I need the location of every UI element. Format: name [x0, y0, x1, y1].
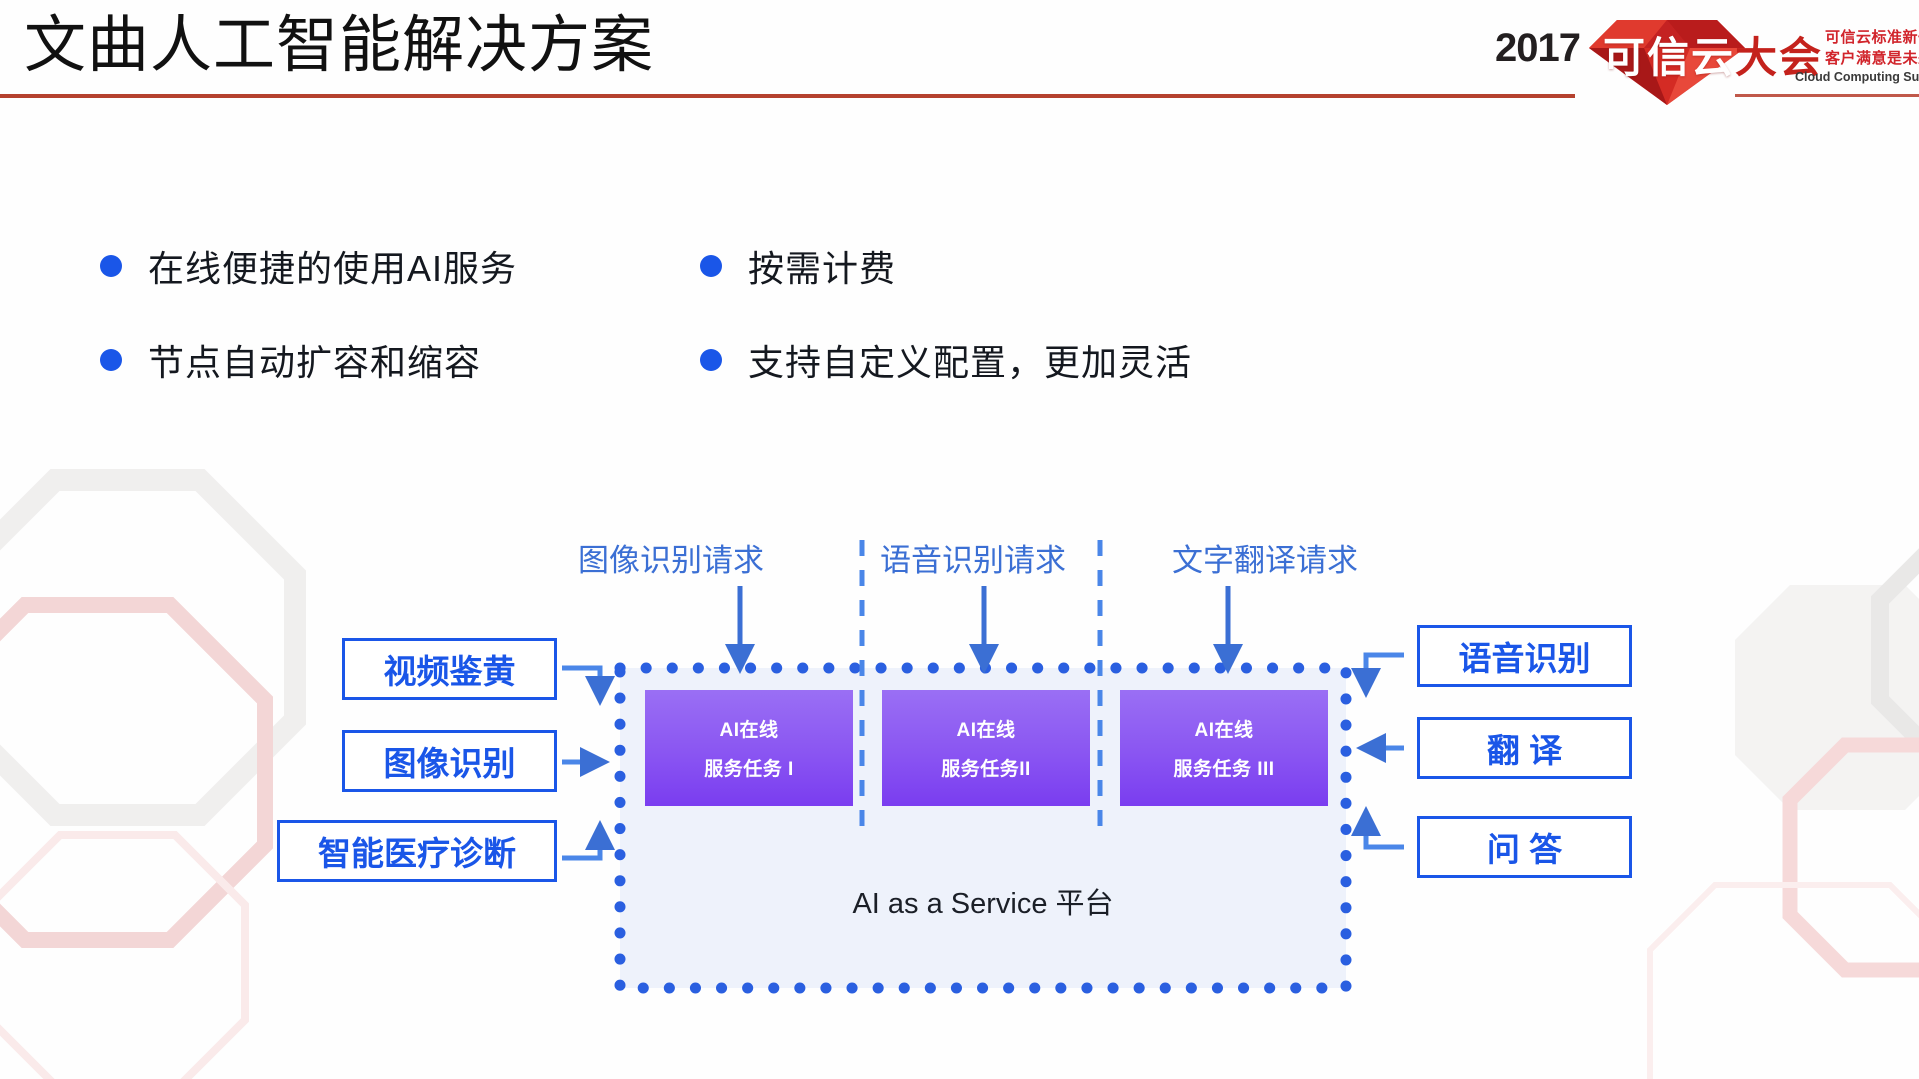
bullet-dot-icon	[100, 349, 122, 371]
bullet-item: 支持自定义配置，更加灵活	[700, 334, 1192, 386]
header-rule-right	[1735, 94, 1919, 97]
bullet-dot-icon	[700, 349, 722, 371]
slide-header: 文曲人工智能解决方案 2017 可信云 大会 可信云标准新一代 客户满意是未来 …	[0, 0, 1919, 108]
left-connector	[562, 665, 615, 706]
logo-name-red: 大会	[1735, 34, 1824, 81]
service-box-label: 问 答	[1486, 831, 1563, 868]
service-box-label: 视频鉴黄	[383, 653, 516, 690]
platform-caption: AI as a Service 平台	[852, 888, 1114, 920]
request-label: 文字翻译请求	[1172, 543, 1358, 578]
ai-task-card: AI在线 服务任务 III	[1120, 690, 1328, 806]
bullet-label: 按需计费	[748, 248, 897, 289]
service-box-left[interactable]: 视频鉴黄	[342, 638, 557, 700]
ai-task-line2: 服务任务 I	[704, 759, 794, 780]
right-connector	[1351, 652, 1404, 698]
bullet-label: 节点自动扩容和缩容	[148, 342, 482, 383]
right-connector	[1351, 806, 1404, 850]
ai-task-line2: 服务任务II	[941, 759, 1031, 780]
service-box-left[interactable]: 图像识别	[342, 730, 557, 792]
logo-tagline-line1: 可信云标准新一代	[1825, 29, 1919, 46]
diamond-gem-icon	[1589, 20, 1745, 105]
bullet-dot-icon	[100, 255, 122, 277]
bullet-item: 在线便捷的使用AI服务	[100, 240, 517, 292]
service-box-left[interactable]: 智能医疗诊断	[277, 820, 557, 882]
page-title: 文曲人工智能解决方案	[24, 11, 655, 80]
platform-dotted-border	[614, 662, 1352, 994]
service-box-label: 翻 译	[1486, 732, 1563, 769]
left-connector	[562, 820, 615, 861]
logo-tagline-line2: 客户满意是未来	[1825, 50, 1919, 67]
bullet-label: 支持自定义配置，更加灵活	[748, 342, 1193, 383]
ai-task-line1: AI在线	[719, 720, 779, 741]
service-box-right[interactable]: 问 答	[1417, 816, 1632, 878]
ai-task-card: AI在线 服务任务 I	[645, 690, 853, 806]
ai-task-card: AI在线 服务任务II	[882, 690, 1090, 806]
bullet-item: 按需计费	[700, 240, 896, 292]
service-box-label: 智能医疗诊断	[318, 835, 516, 872]
bullet-dot-icon	[700, 255, 722, 277]
service-box-label: 语音识别	[1458, 640, 1591, 677]
header-rule-left	[0, 94, 1575, 98]
ai-task-line1: AI在线	[956, 720, 1016, 741]
request-label: 语音识别请求	[880, 543, 1066, 578]
service-box-right[interactable]: 语音识别	[1417, 625, 1632, 687]
bullet-label: 在线便捷的使用AI服务	[148, 248, 518, 289]
ai-task-line2: 服务任务 III	[1173, 759, 1275, 780]
service-box-right[interactable]: 翻 译	[1417, 717, 1632, 779]
request-label: 图像识别请求	[578, 543, 764, 578]
logo-name-white: 可信云	[1603, 34, 1736, 81]
ai-task-line1: AI在线	[1194, 720, 1254, 741]
logo-year: 2017	[1495, 26, 1581, 70]
logo-english-subtitle: Cloud Computing Summit 2017.7.25-26	[1795, 70, 1919, 84]
service-box-label: 图像识别	[383, 745, 516, 782]
conference-logo: 2017 可信云 大会 可信云标准新一代 客户满意是未来 Cloud Compu…	[1495, 0, 1919, 106]
bullet-item: 节点自动扩容和缩容	[100, 334, 481, 386]
